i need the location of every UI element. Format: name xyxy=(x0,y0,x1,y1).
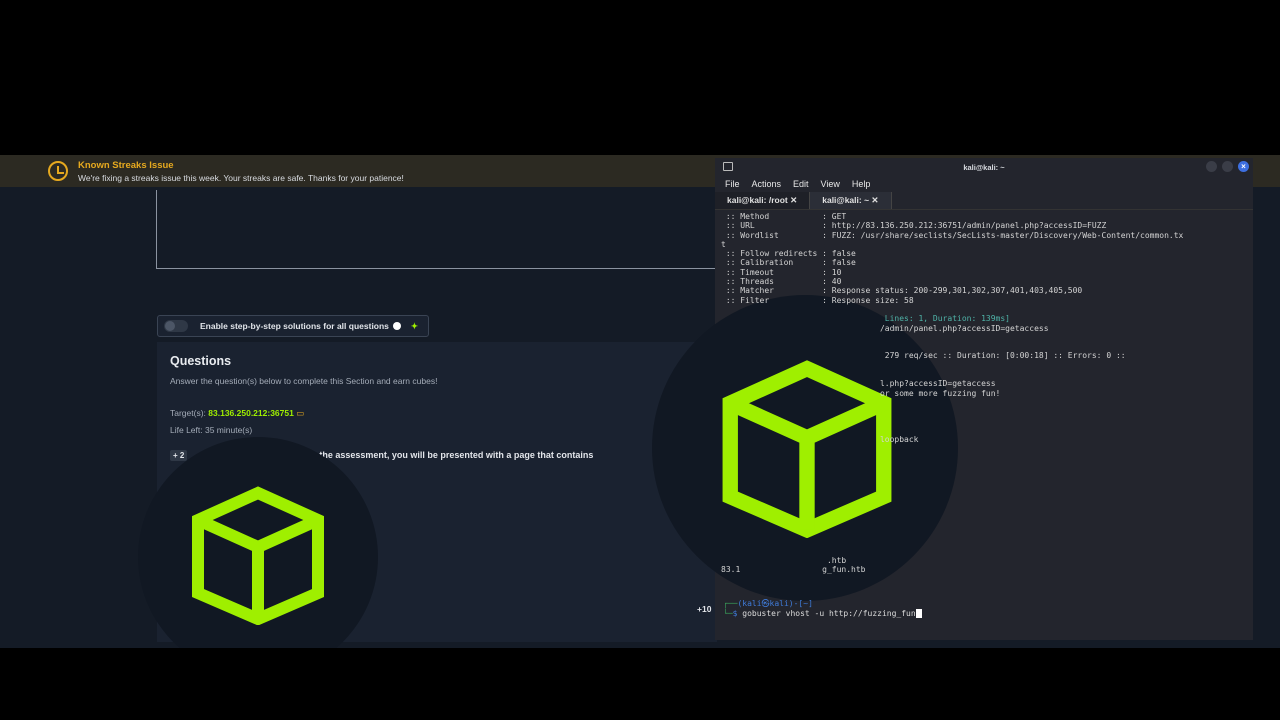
terminal-window[interactable]: kali@kali: ~ × File Actions Edit View He… xyxy=(715,158,1253,640)
close-tab-icon[interactable]: ✕ xyxy=(790,195,798,205)
menu-actions[interactable]: Actions xyxy=(751,179,782,189)
tab-label: kali@kali: ~ xyxy=(822,195,870,205)
banner-title: Known Streaks Issue xyxy=(78,159,174,171)
close-button[interactable]: × xyxy=(1238,161,1249,172)
blank-line xyxy=(721,519,1247,528)
toggle-label: Enable step-by-step solutions for all qu… xyxy=(200,321,389,331)
terminal-line: .htb xyxy=(721,555,847,565)
terminal-line: :: Follow redirects : false xyxy=(721,249,856,259)
blank-line xyxy=(721,454,1247,463)
separator xyxy=(721,305,1247,314)
blank-line xyxy=(721,482,1247,491)
banner-message: We're fixing a streaks issue this week. … xyxy=(78,172,404,183)
blank-line xyxy=(721,528,1247,537)
terminal-line xyxy=(721,407,1247,416)
terminal-tabs: kali@kali: /root ✕ kali@kali: ~ ✕ xyxy=(715,192,1253,210)
minimize-button[interactable] xyxy=(1206,161,1217,172)
copy-icon[interactable]: ▭ xyxy=(296,408,305,418)
info-icon[interactable] xyxy=(392,322,401,330)
terminal-line xyxy=(721,417,1247,426)
cube-logo-icon xyxy=(192,486,324,625)
terminal-line xyxy=(721,370,1247,379)
cube-logo-icon xyxy=(722,360,892,538)
toggle-switch[interactable] xyxy=(164,320,188,332)
terminal-titlebar: kali@kali: ~ × xyxy=(715,158,1253,176)
cube-badge: + 2 xyxy=(170,450,188,461)
terminal-title: kali@kali: ~ xyxy=(963,162,1005,172)
magic-wand-icon: ✦ xyxy=(410,320,419,331)
terminal-line: loopback xyxy=(721,435,919,445)
clock-icon xyxy=(48,161,68,181)
terminal-line: 279 req/sec :: Duration: [0:00:18] :: Er… xyxy=(721,351,1126,361)
terminal-line xyxy=(721,342,1247,351)
target-label: Target(s): xyxy=(170,408,206,418)
content-frame xyxy=(156,190,726,269)
question-text: + 2 s in the assessment, you will be pres… xyxy=(170,450,593,461)
life-left: Life Left: 35 minute(s) xyxy=(170,425,253,435)
cursor xyxy=(915,609,922,618)
blank-line xyxy=(721,491,1247,500)
question-body: s in the assessment, you will be present… xyxy=(301,450,594,460)
page: Known Streaks Issue We're fixing a strea… xyxy=(0,155,1280,648)
terminal-line xyxy=(721,361,1247,370)
terminal-line: Lines: 1, Duration: 139ms] xyxy=(721,314,1010,324)
blank-line xyxy=(721,500,1247,509)
terminal-line: t xyxy=(721,239,726,249)
target-line: Target(s): 83.136.250.212:36751 ▭ xyxy=(170,408,304,419)
close-tab-icon[interactable]: ✕ xyxy=(871,195,879,205)
tab-label: kali@kali: /root xyxy=(727,195,788,205)
command-input[interactable]: gobuster vhost -u http://fuzzing_fun xyxy=(742,609,916,618)
questions-subtitle: Answer the question(s) below to complete… xyxy=(170,376,438,386)
blank-line xyxy=(721,547,1247,556)
terminal-prompt[interactable]: ┌──(kali㉿kali)-[~] └─$ gobuster vhost -u… xyxy=(723,599,922,619)
blank-line xyxy=(721,463,1247,472)
blank-line xyxy=(721,472,1247,481)
terminal-icon xyxy=(723,162,733,171)
blank-line xyxy=(721,510,1247,519)
terminal-line: 83.1 g_fun.htb xyxy=(721,565,866,575)
terminal-line: :: Wordlist : FUZZ: /usr/share/seclists/… xyxy=(721,230,1184,240)
terminal-line: :: Matcher : Response status: 200-299,30… xyxy=(721,286,1083,296)
terminal-line: :: Threads : 40 xyxy=(721,277,842,287)
terminal-line: /admin/panel.php?accessID=getaccess xyxy=(721,323,1049,333)
terminal-line: :: Filter : Response size: 58 xyxy=(721,295,914,305)
questions-title: Questions xyxy=(170,354,232,368)
terminal-line xyxy=(721,398,1247,407)
step-by-step-toggle[interactable]: Enable step-by-step solutions for all qu… xyxy=(157,315,429,337)
menu-file[interactable]: File xyxy=(725,179,740,189)
target-address[interactable]: 83.136.250.212:36751 xyxy=(208,408,294,418)
blank-line xyxy=(721,444,1247,453)
tab-home[interactable]: kali@kali: ~ ✕ xyxy=(810,192,892,209)
maximize-button[interactable] xyxy=(1222,161,1233,172)
terminal-line: :: Timeout : 10 xyxy=(721,267,842,277)
blank-line xyxy=(721,537,1247,546)
menu-view[interactable]: View xyxy=(820,179,840,189)
terminal-line: l.php?accessID=getaccess xyxy=(721,379,996,389)
terminal-line xyxy=(721,333,1247,342)
terminal-line: :: Method : GET xyxy=(721,212,847,221)
menu-edit[interactable]: Edit xyxy=(793,179,809,189)
terminal-line: :: URL : http://83.136.250.212:36751/adm… xyxy=(721,221,1107,231)
cube-badge-2: +10 xyxy=(697,604,712,614)
terminal-line: or some more fuzzing fun! xyxy=(721,388,1001,398)
terminal-output: :: Method : GET :: URL : http://83.136.2… xyxy=(715,210,1253,577)
terminal-line: :: Calibration : false xyxy=(721,258,856,268)
prompt-user: (kali㉿kali)-[~] xyxy=(737,599,813,608)
terminal-line xyxy=(721,426,1247,435)
tab-root[interactable]: kali@kali: /root ✕ xyxy=(715,192,811,209)
terminal-menubar: File Actions Edit View Help xyxy=(715,176,1253,192)
menu-help[interactable]: Help xyxy=(851,179,871,189)
